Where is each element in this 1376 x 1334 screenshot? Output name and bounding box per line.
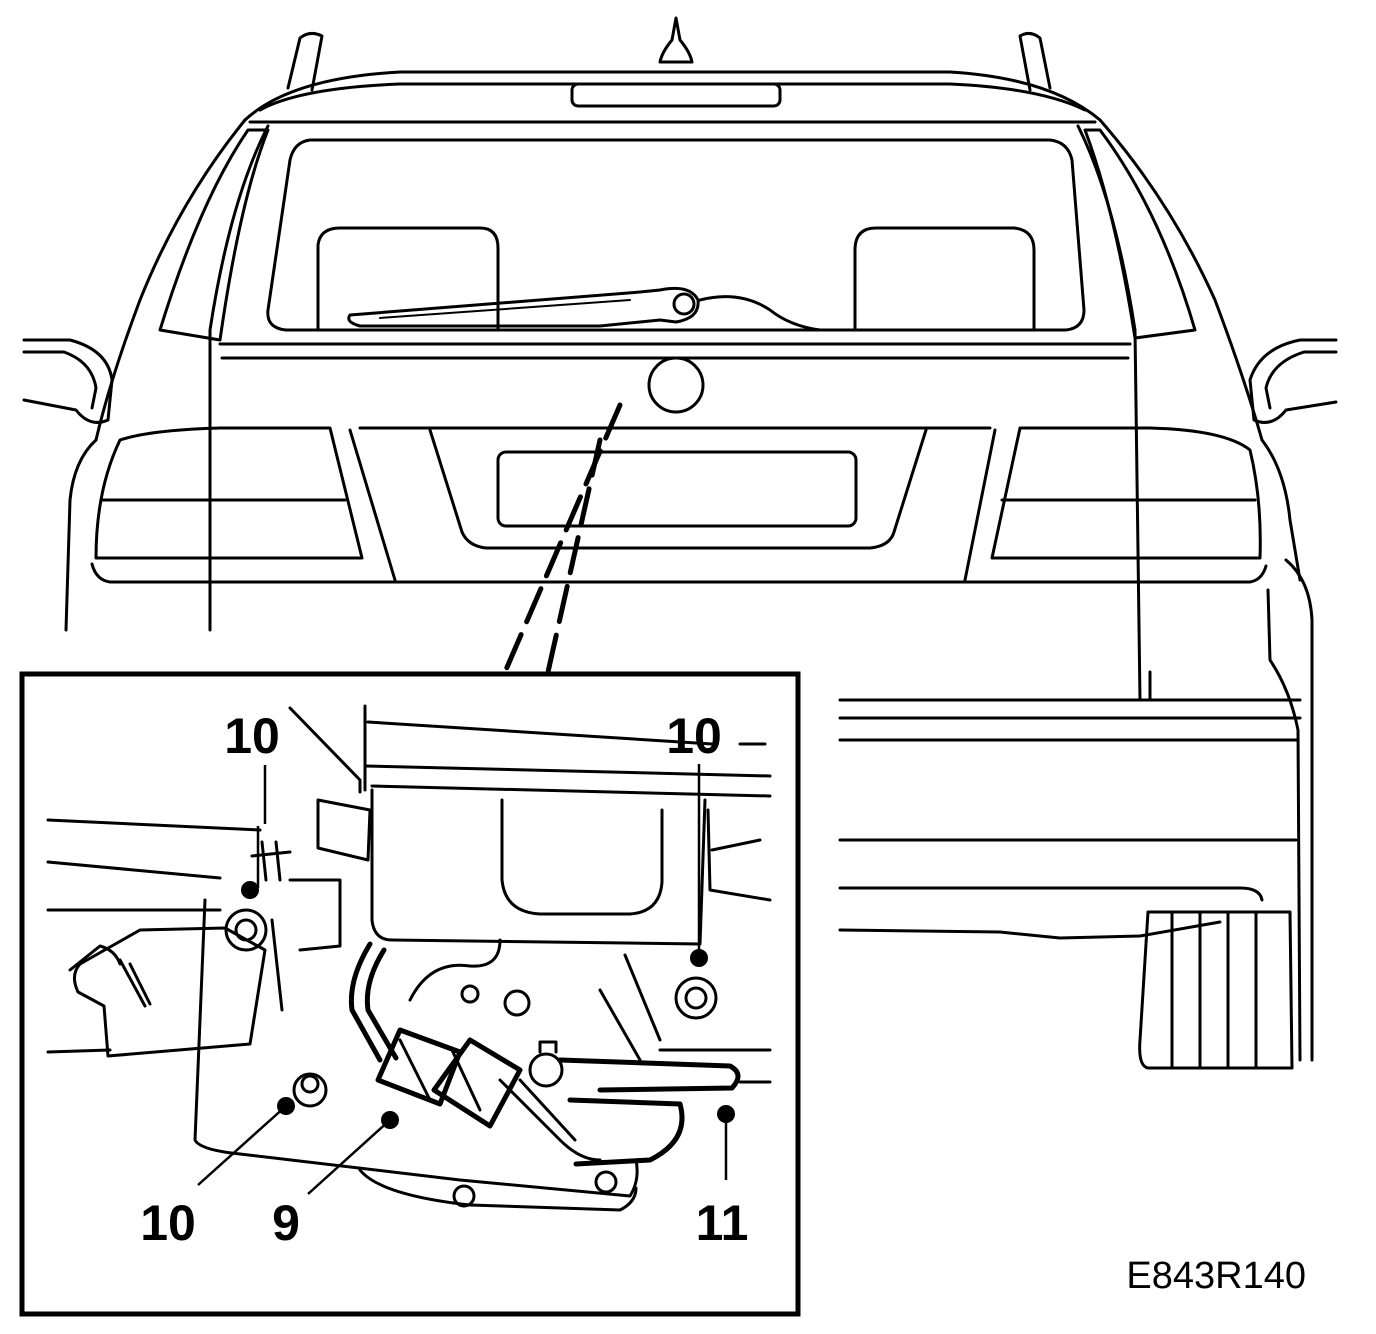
callout-leaders (197, 764, 735, 1195)
body-side-right (1098, 118, 1264, 442)
roof-edge (243, 70, 1102, 122)
callout-9: 9 (272, 1195, 300, 1251)
figure-code: E843R140 (1126, 1255, 1306, 1297)
leader-10-bottom-left (197, 1105, 287, 1186)
body-side-left (94, 118, 247, 442)
quarter-window-left (158, 128, 270, 342)
third-brake-light (570, 82, 782, 108)
license-plate-recess (428, 428, 928, 550)
nut-top-left (224, 908, 268, 952)
car-rear-view (22, 16, 1338, 1070)
clip-top-left (260, 840, 282, 882)
tail-light-left (94, 426, 364, 560)
rear-wiper (347, 286, 700, 328)
tail-light-right (990, 426, 1262, 560)
headrest-right (853, 226, 1036, 332)
license-plate (496, 450, 858, 528)
leader-10-top-left (256, 765, 267, 888)
roof-rail-right (1018, 31, 1052, 92)
roof-rail-left (286, 31, 324, 92)
cable-right (557, 1057, 741, 1093)
detail-projection-line-left (502, 402, 623, 675)
detail-inset-frame (19, 671, 801, 1317)
rear-window (266, 138, 1086, 332)
callout-10-bottom-left: 10 (140, 1195, 196, 1251)
mounting-bracket (193, 898, 639, 1198)
wiring-harness (348, 941, 383, 1063)
callout-10-top-left: 10 (224, 708, 280, 764)
nut-bottom-left (292, 1072, 328, 1108)
mirror-left (22, 338, 114, 424)
quarter-window-right (1083, 128, 1197, 340)
callout-11: 11 (696, 1195, 749, 1251)
antenna (658, 16, 694, 64)
wiper-motor-housing (370, 788, 707, 946)
badge-emblem (647, 356, 705, 414)
detail-projection-line-right (545, 437, 603, 675)
detail-inset (19, 671, 801, 1317)
mirror-right (1248, 338, 1338, 424)
leader-9 (307, 1119, 391, 1195)
headrest-left (316, 226, 500, 332)
rear-tyre (1138, 910, 1294, 1070)
nut-top-right (674, 976, 718, 1020)
callout-10-top-right: 10 (666, 708, 722, 764)
